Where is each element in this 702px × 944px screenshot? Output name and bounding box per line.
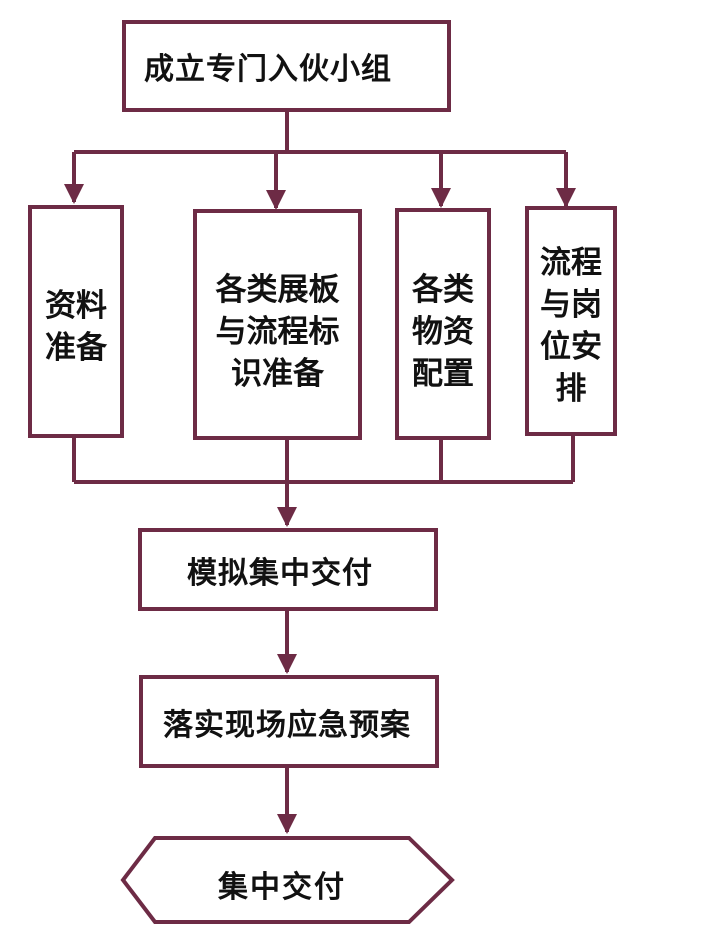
node-emergency: 落实现场应急预案 (139, 675, 439, 768)
node-simulate-label: 模拟集中交付 (187, 555, 373, 591)
terminal-shape (120, 836, 455, 924)
node-team: 成立专门入伙小组 (122, 20, 451, 112)
node-emergency-label: 落实现场应急预案 (163, 707, 411, 743)
node-team-label: 成立专门入伙小组 (144, 52, 392, 87)
node-roles: 流程 与岗 位安 排 (525, 206, 617, 436)
node-roles-label: 流程 与岗 位安 排 (540, 245, 602, 407)
node-materials: 各类 物资 配置 (395, 208, 491, 440)
node-deliver-label: 集中交付 (218, 870, 346, 905)
node-boards-label: 各类展板 与流程标 识准备 (215, 272, 340, 392)
node-boards: 各类展板 与流程标 识准备 (193, 209, 362, 440)
node-docs: 资料 准备 (28, 205, 124, 438)
node-materials-label: 各类 物资 配置 (412, 272, 474, 392)
node-docs-label: 资料 准备 (45, 288, 107, 366)
node-simulate: 模拟集中交付 (138, 528, 438, 611)
